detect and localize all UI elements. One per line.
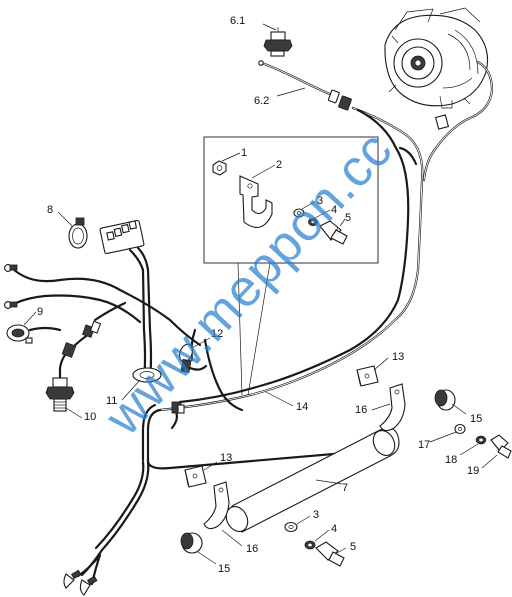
main-harness-part-14: [10, 60, 494, 586]
connector-block: [99, 219, 150, 272]
spade-terminals-bottom: [63, 569, 98, 596]
clamp-part-2: [239, 175, 273, 228]
callout-11: 11: [106, 395, 117, 407]
callout-5-lower: 5: [350, 541, 356, 553]
callout-15-lower: 15: [218, 563, 230, 575]
callout-19: 19: [467, 465, 479, 477]
washer-part-17: [454, 423, 466, 435]
leader-lines: [23, 23, 498, 565]
grommet-part-15b: [180, 532, 203, 554]
bolt-part-5a: [319, 220, 348, 245]
grommet-part-11: [132, 367, 162, 383]
bolt-part-5b: [315, 541, 345, 567]
callout-6-1: 6.1: [230, 15, 245, 27]
nut-part-1: [212, 160, 227, 176]
callout-18: 18: [445, 454, 457, 466]
sensor-part-9: [6, 324, 62, 344]
callout-labels: 1 2 3 4 5 6.1 6.2 7 8 9 10 11 12 13 13 1…: [37, 15, 482, 575]
callout-15-upper: 15: [470, 413, 482, 425]
connector-6-2: [327, 89, 352, 111]
watermark-text: www.meppon.cc: [94, 120, 404, 447]
connector-small-c: [171, 401, 185, 414]
callout-8: 8: [47, 204, 53, 216]
callout-7: 7: [342, 482, 348, 494]
clamp-part-16a: [379, 383, 406, 432]
cable-tie-part-8: [68, 217, 88, 249]
clamp-part-16b: [203, 481, 230, 530]
block-part-13b: [184, 465, 207, 488]
callout-16-lower: 16: [246, 543, 258, 555]
callout-3-lower: 3: [313, 509, 319, 521]
detail-inset: [203, 136, 379, 396]
connector-small-b: [82, 320, 102, 338]
callout-5-inset: 5: [345, 212, 351, 224]
callout-10: 10: [84, 411, 96, 423]
callout-4-lower: 4: [331, 523, 337, 535]
callout-13-lower: 13: [220, 452, 232, 464]
callout-2: 2: [276, 159, 282, 171]
alternator: [384, 7, 489, 109]
callout-17: 17: [418, 439, 430, 451]
washer-part-3a: [293, 208, 305, 218]
cable-part-6-2: [258, 60, 352, 111]
connector-small-a: [61, 342, 77, 358]
callout-1: 1: [241, 147, 247, 159]
washer-part-3b: [284, 521, 298, 533]
callout-4-inset: 4: [331, 204, 337, 216]
block-part-13a: [356, 365, 379, 387]
sender-part-6-1: [263, 27, 293, 57]
callout-13-upper: 13: [392, 351, 404, 363]
callout-6-2: 6.2: [254, 95, 269, 107]
sleeve-part-7: [225, 427, 400, 533]
sensor-part-10: [45, 377, 75, 412]
callout-9: 9: [37, 306, 43, 318]
lockwasher-part-4a: [308, 217, 318, 226]
lockwasher-part-18: [475, 435, 487, 445]
bolt-part-19: [490, 434, 512, 459]
grommet-part-15a: [434, 389, 456, 411]
callout-14: 14: [296, 401, 308, 413]
ring-terminals-left: [4, 264, 18, 309]
callout-16-upper: 16: [355, 404, 367, 416]
lockwasher-part-4b: [304, 540, 316, 550]
callout-3-inset: 3: [317, 195, 323, 207]
connector-part-12: [179, 343, 208, 374]
callout-12: 12: [211, 328, 223, 340]
